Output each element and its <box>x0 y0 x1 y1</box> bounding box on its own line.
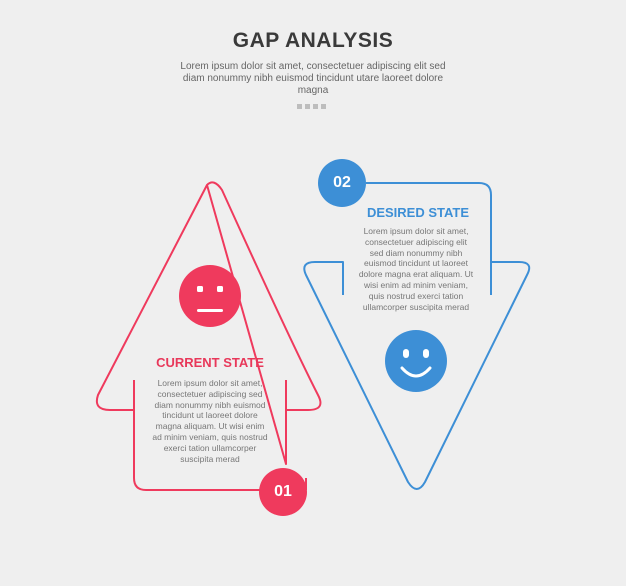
current-state-text: Lorem ipsum dolor sit amet, consectetuer… <box>152 378 268 464</box>
decorative-dots <box>297 104 326 109</box>
step-02-badge: 02 <box>318 159 366 207</box>
page-title: GAP ANALYSIS <box>232 29 394 52</box>
desired-state-arrow-outline <box>303 182 531 490</box>
current-state-title: CURRENT STATE <box>156 355 264 370</box>
desired-state-text: Lorem ipsum dolor sit amet, consectetuer… <box>358 226 474 312</box>
smiley-face-icon <box>385 330 447 392</box>
neutral-face-icon <box>179 265 241 327</box>
step-01-badge: 01 <box>259 468 307 516</box>
desired-state-title: DESIRED STATE <box>366 205 470 220</box>
page-subtitle: Lorem ipsum dolor sit amet, consectetuer… <box>180 61 446 96</box>
